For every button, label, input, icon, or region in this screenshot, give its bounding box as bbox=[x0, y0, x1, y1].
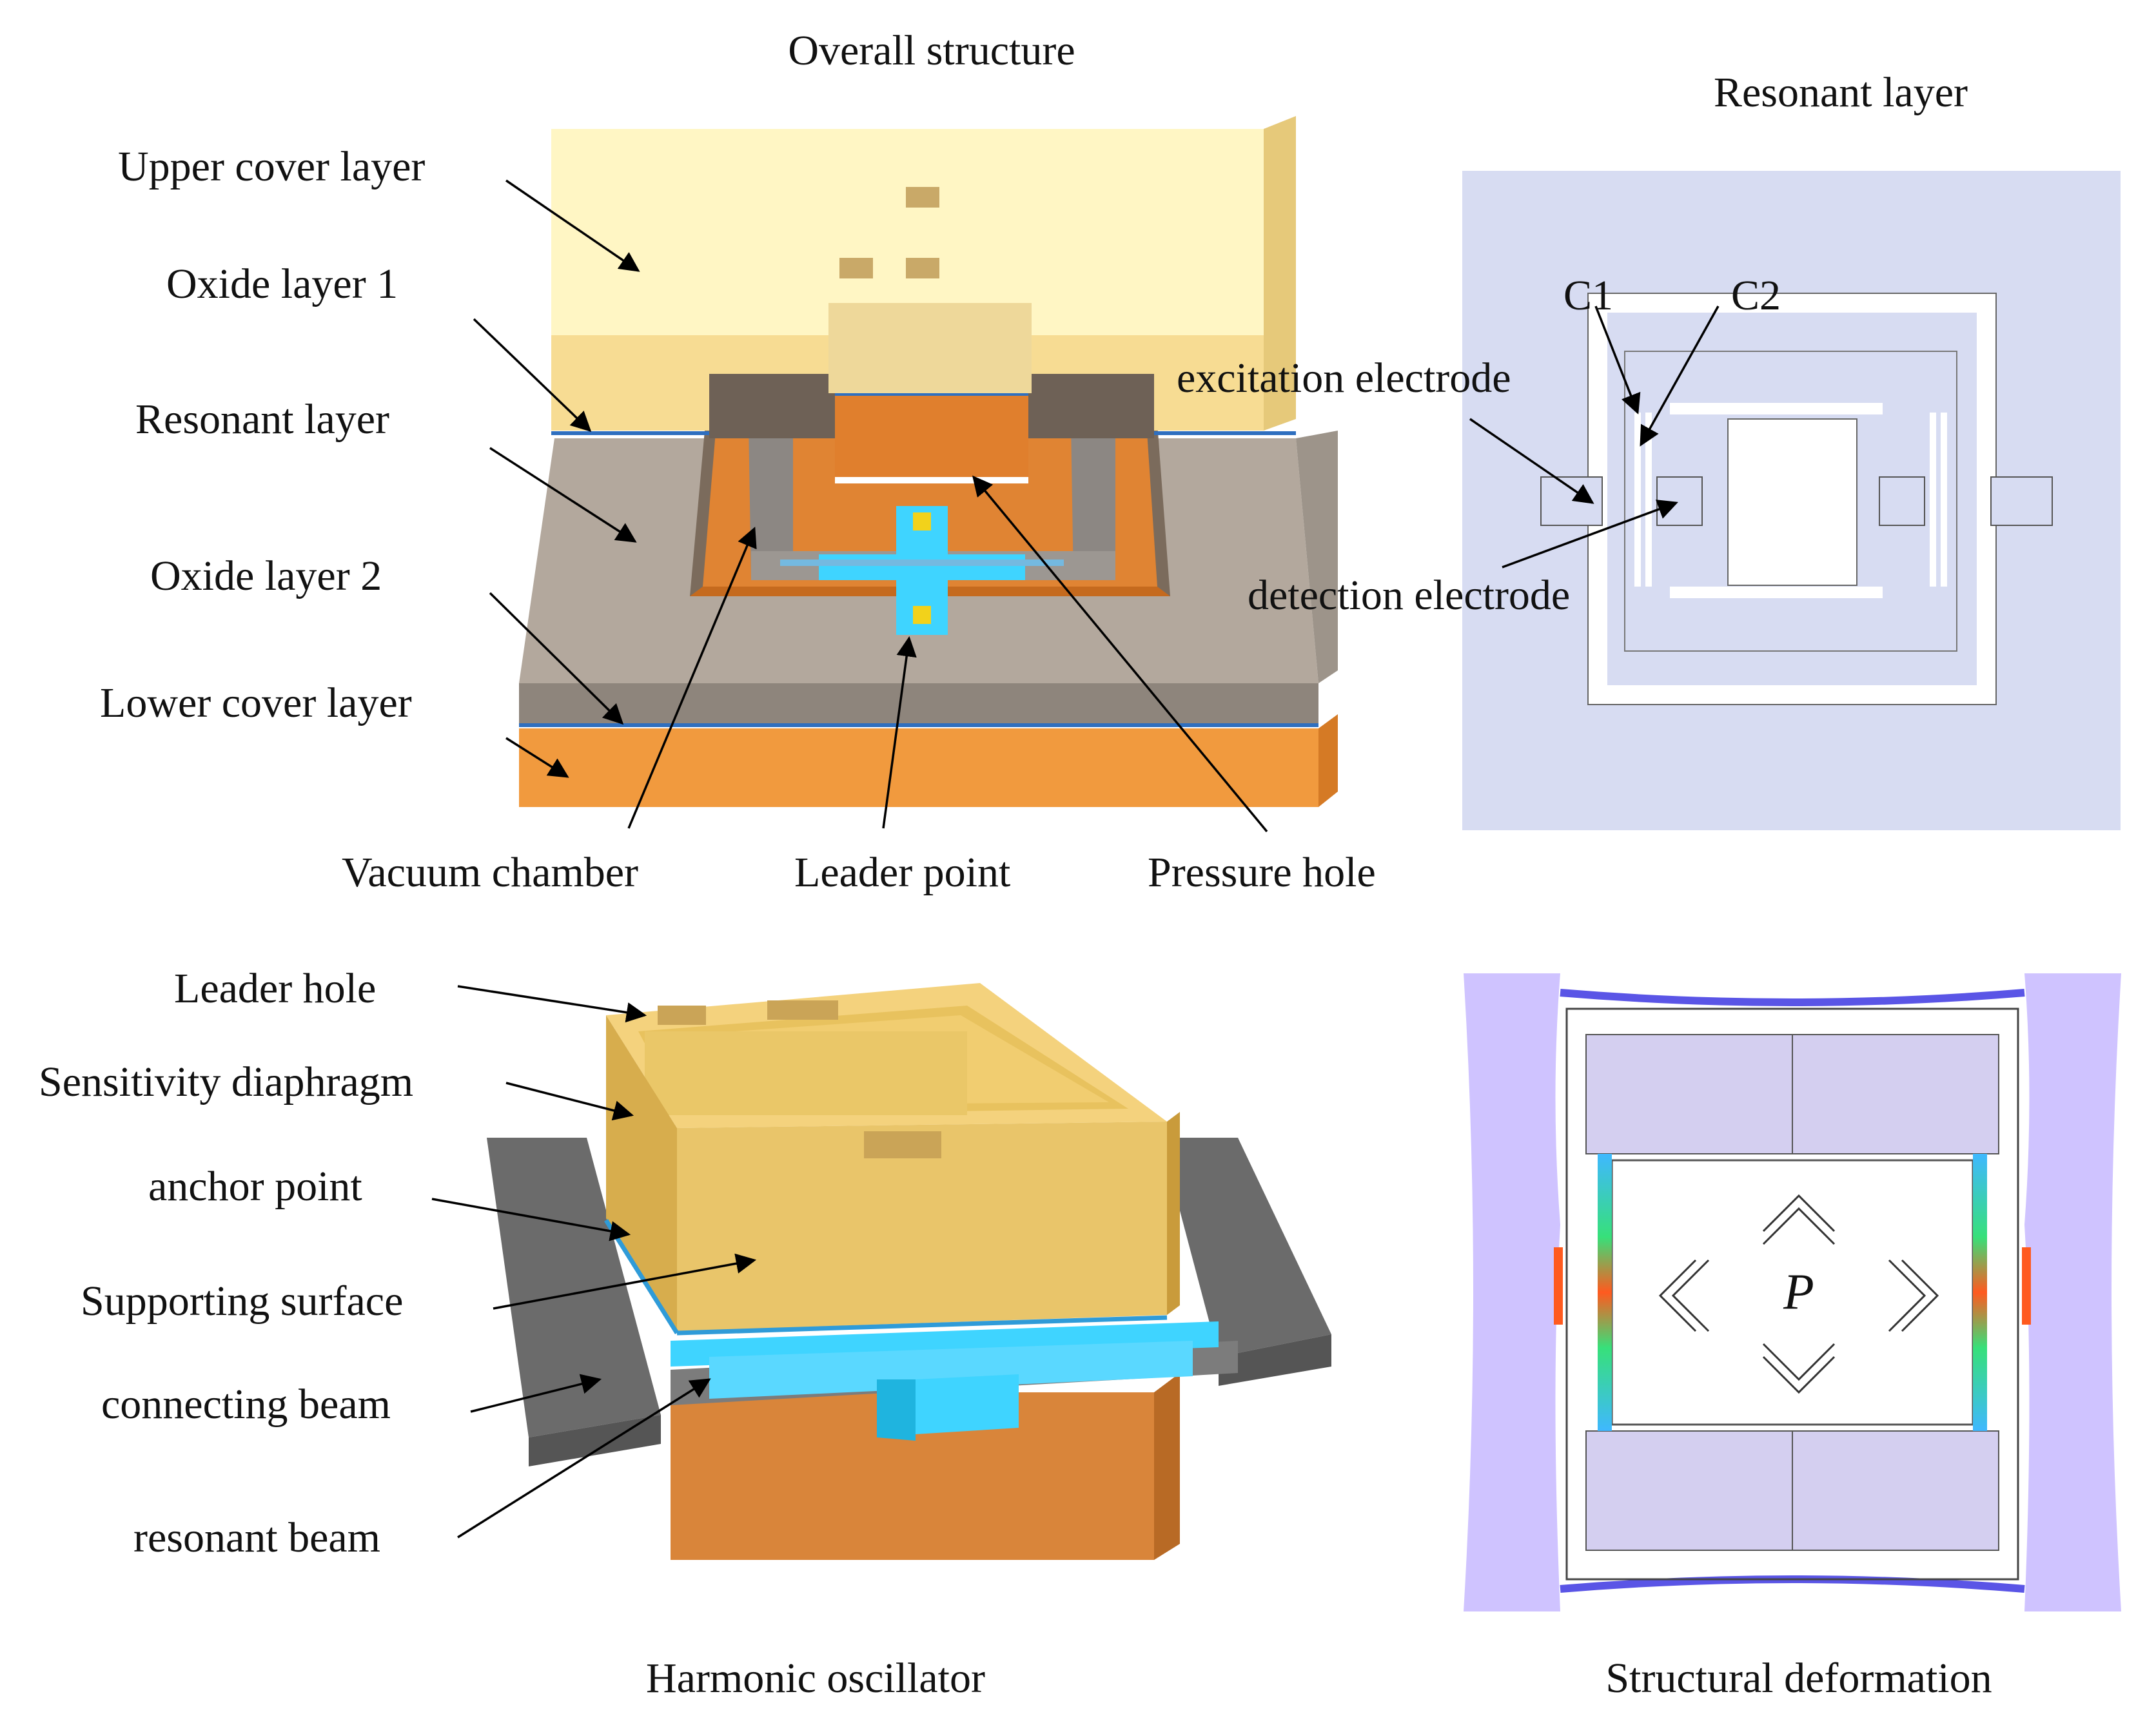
label-oxide-layer-1: Oxide layer 1 bbox=[166, 260, 398, 307]
label-detection-electrode: detection electrode bbox=[1248, 572, 1570, 619]
label-pressure-p: P bbox=[1783, 1263, 1814, 1319]
excitation-electrode-pad bbox=[1540, 476, 1603, 526]
label-resonant-beam: resonant beam bbox=[133, 1514, 380, 1561]
upper-cover-layer bbox=[551, 116, 1296, 483]
title-harmonic-oscillator: Harmonic oscillator bbox=[646, 1655, 985, 1702]
leader-hole-front bbox=[864, 1131, 941, 1158]
label-c1: C1 bbox=[1563, 272, 1613, 319]
label-supporting-surface: Supporting surface bbox=[81, 1278, 403, 1325]
left-strain-region bbox=[1464, 973, 1560, 1611]
label-leader-hole: Leader hole bbox=[174, 965, 376, 1012]
label-vacuum-chamber: Vacuum chamber bbox=[342, 849, 638, 896]
lower-cover-layer bbox=[519, 714, 1338, 807]
structural-deformation-panel bbox=[1458, 972, 2124, 1617]
supporting-surface-line bbox=[676, 1315, 1168, 1336]
label-c2: C2 bbox=[1731, 272, 1781, 319]
overall-structure-panel bbox=[519, 116, 1338, 807]
title-resonant-layer: Resonant layer bbox=[1714, 69, 1968, 116]
leader-point-upper bbox=[913, 512, 931, 531]
title-overall-structure: Overall structure bbox=[788, 27, 1075, 74]
leader-point bbox=[913, 606, 931, 624]
label-connecting-beam: connecting beam bbox=[101, 1381, 391, 1428]
harmonic-oscillator-panel bbox=[487, 983, 1331, 1560]
label-anchor-point: anchor point bbox=[148, 1163, 362, 1210]
leader-lines bbox=[431, 179, 1720, 1539]
label-excitation-electrode: excitation electrode bbox=[1177, 355, 1511, 402]
pressure-arrows bbox=[1658, 1194, 1939, 1394]
label-resonant-layer: Resonant layer bbox=[135, 396, 389, 443]
leader-hole-top bbox=[906, 187, 939, 208]
right-strain-region bbox=[2024, 973, 2121, 1611]
sensitivity-diaphragm bbox=[606, 983, 1180, 1331]
label-sensitivity-diaphragm: Sensitivity diaphragm bbox=[39, 1058, 413, 1105]
label-pressure-hole: Pressure hole bbox=[1148, 849, 1376, 896]
label-upper-cover-layer: Upper cover layer bbox=[118, 143, 425, 190]
label-leader-point: Leader point bbox=[794, 849, 1010, 896]
label-oxide-layer-2: Oxide layer 2 bbox=[150, 552, 382, 599]
label-lower-cover-layer: Lower cover layer bbox=[100, 679, 412, 726]
resonator-structure bbox=[780, 506, 1064, 635]
leader-hole-mid-right bbox=[906, 258, 939, 278]
leader-hole-right bbox=[767, 1000, 838, 1020]
resonant-beam bbox=[671, 1321, 1219, 1441]
leader-hole-left bbox=[658, 1006, 706, 1025]
detection-electrode-pad bbox=[1656, 476, 1703, 526]
title-structural-deformation: Structural deformation bbox=[1605, 1655, 1992, 1702]
leader-hole-mid-left bbox=[839, 258, 873, 278]
resonant-layer-panel bbox=[1462, 171, 2121, 830]
